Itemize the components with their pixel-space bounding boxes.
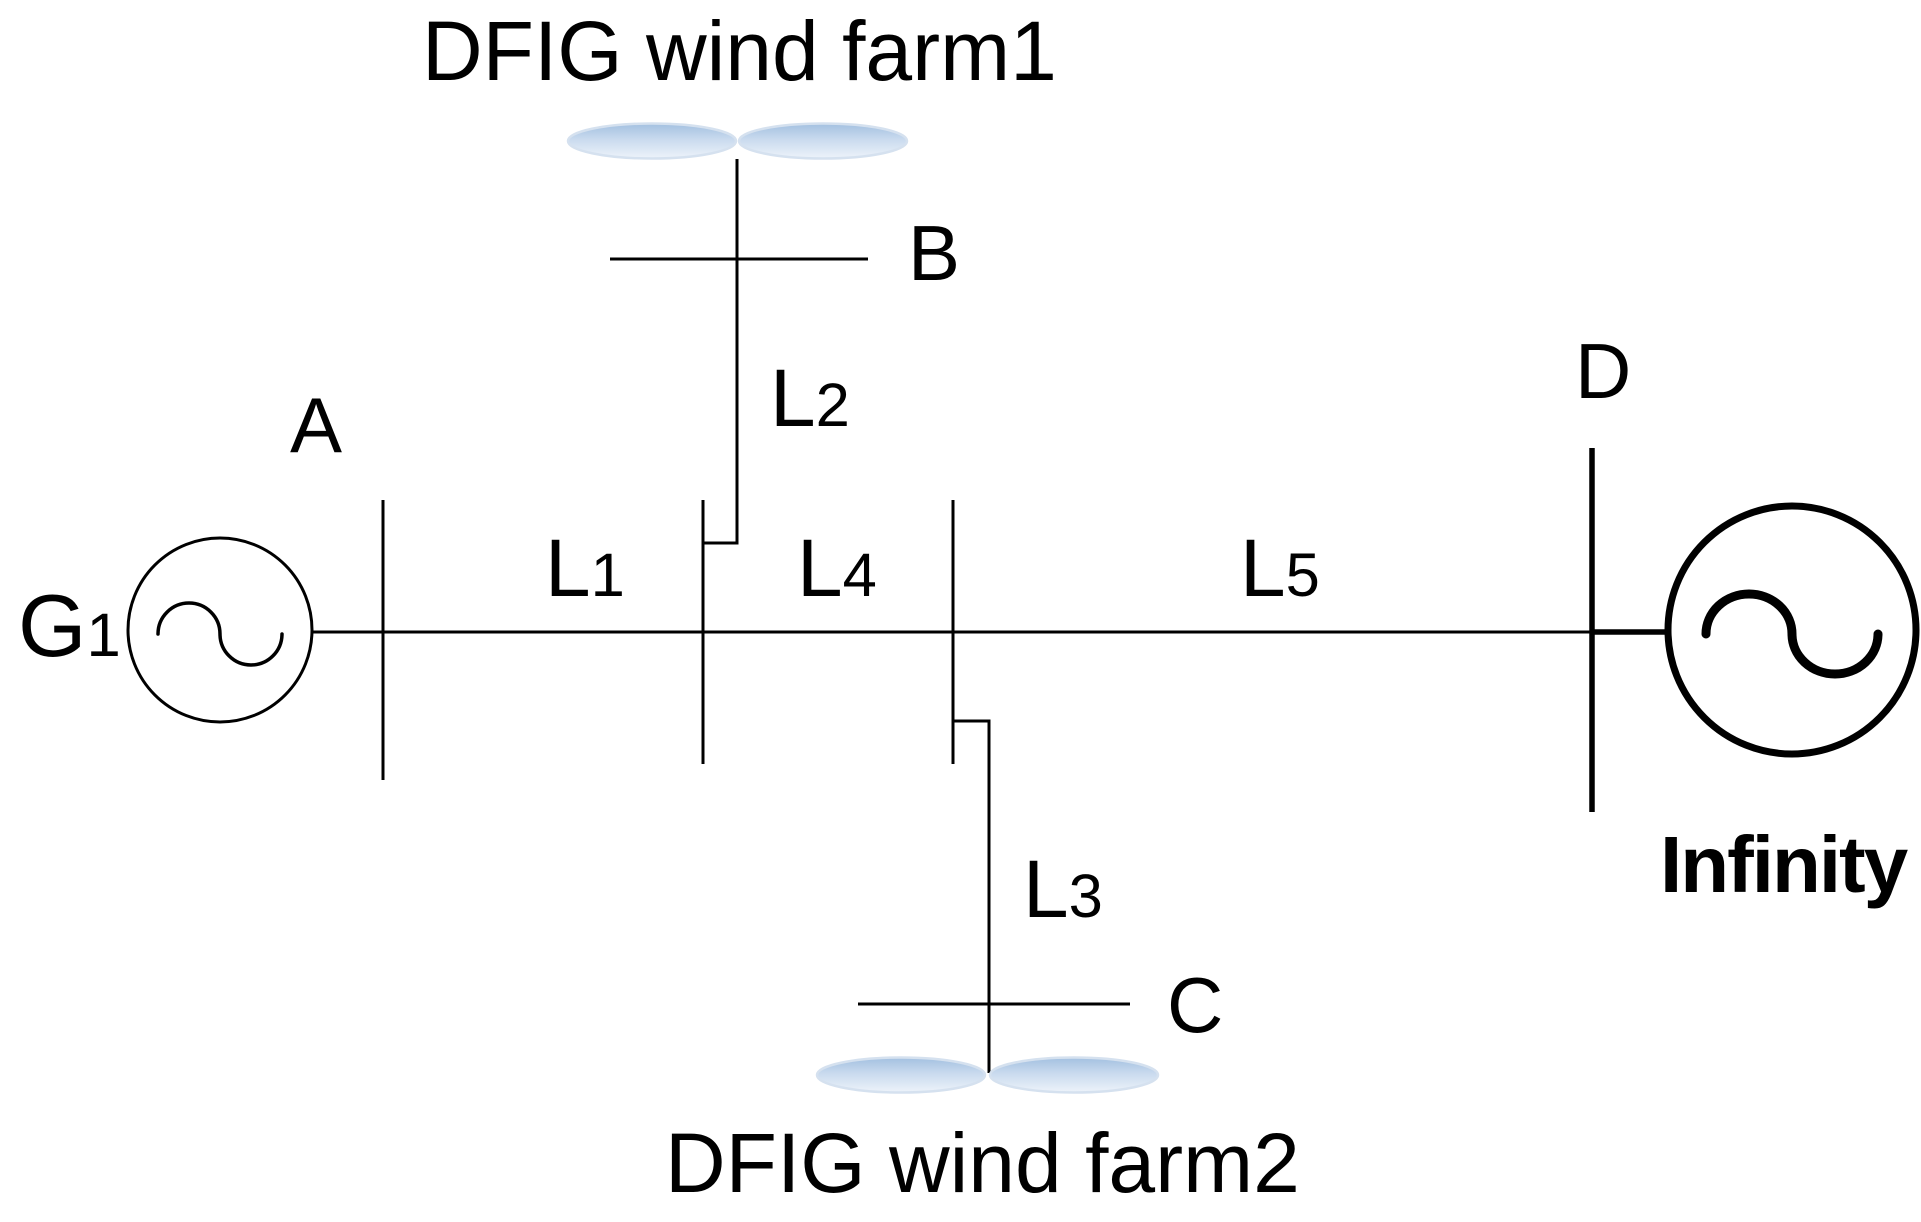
bus-c-label: C (1167, 961, 1224, 1049)
generator-label-base: G (18, 576, 87, 675)
generator-label-sub: 1 (86, 601, 121, 670)
wind-farm1-turbine-icon (566, 122, 909, 160)
turbine-blade-icon (737, 122, 909, 160)
line-l1-label: L1 (545, 528, 625, 610)
bus-b-label: B (908, 209, 961, 297)
line-l1-sub: 1 (590, 541, 625, 610)
turbine-blade-icon (815, 1056, 987, 1094)
line-l5-base: L (1240, 523, 1286, 614)
turbine-blade-icon (566, 122, 738, 160)
infinity-circle (1664, 502, 1920, 758)
bus-d-label: D (1575, 327, 1632, 415)
turbine-blade-icon (988, 1056, 1160, 1094)
line-l1-base: L (545, 523, 591, 614)
infinity-source-icon (1664, 502, 1920, 758)
generator-icon (126, 536, 314, 724)
line-l4-sub: 4 (842, 541, 877, 610)
bus-a-label: A (290, 381, 343, 469)
generator-sine-icon (156, 601, 284, 667)
line-l2-base: L (770, 353, 816, 444)
line-l3-label: L3 (1023, 849, 1103, 931)
line-l2-feeder (704, 159, 739, 545)
infinity-sine-icon (1701, 589, 1883, 679)
line-l4-label: L4 (797, 528, 877, 610)
line-l3-feeder (954, 719, 991, 1073)
generator-circle (126, 536, 314, 724)
generator-label: G1 (18, 582, 121, 670)
wind-farm1-title: DFIG wind farm1 (422, 4, 1057, 98)
line-l5-label: L5 (1240, 528, 1320, 610)
wind-farm2-turbine-icon (815, 1056, 1160, 1094)
line-l3-base: L (1023, 844, 1069, 935)
line-l5-sub: 5 (1285, 541, 1320, 610)
line-l2-sub: 2 (815, 371, 850, 440)
line-l4-base: L (797, 523, 843, 614)
infinity-label: Infinity (1660, 820, 1908, 909)
wind-farm2-title: DFIG wind farm2 (665, 1116, 1300, 1210)
line-l2-label: L2 (770, 358, 850, 440)
line-l3-sub: 3 (1068, 862, 1103, 931)
